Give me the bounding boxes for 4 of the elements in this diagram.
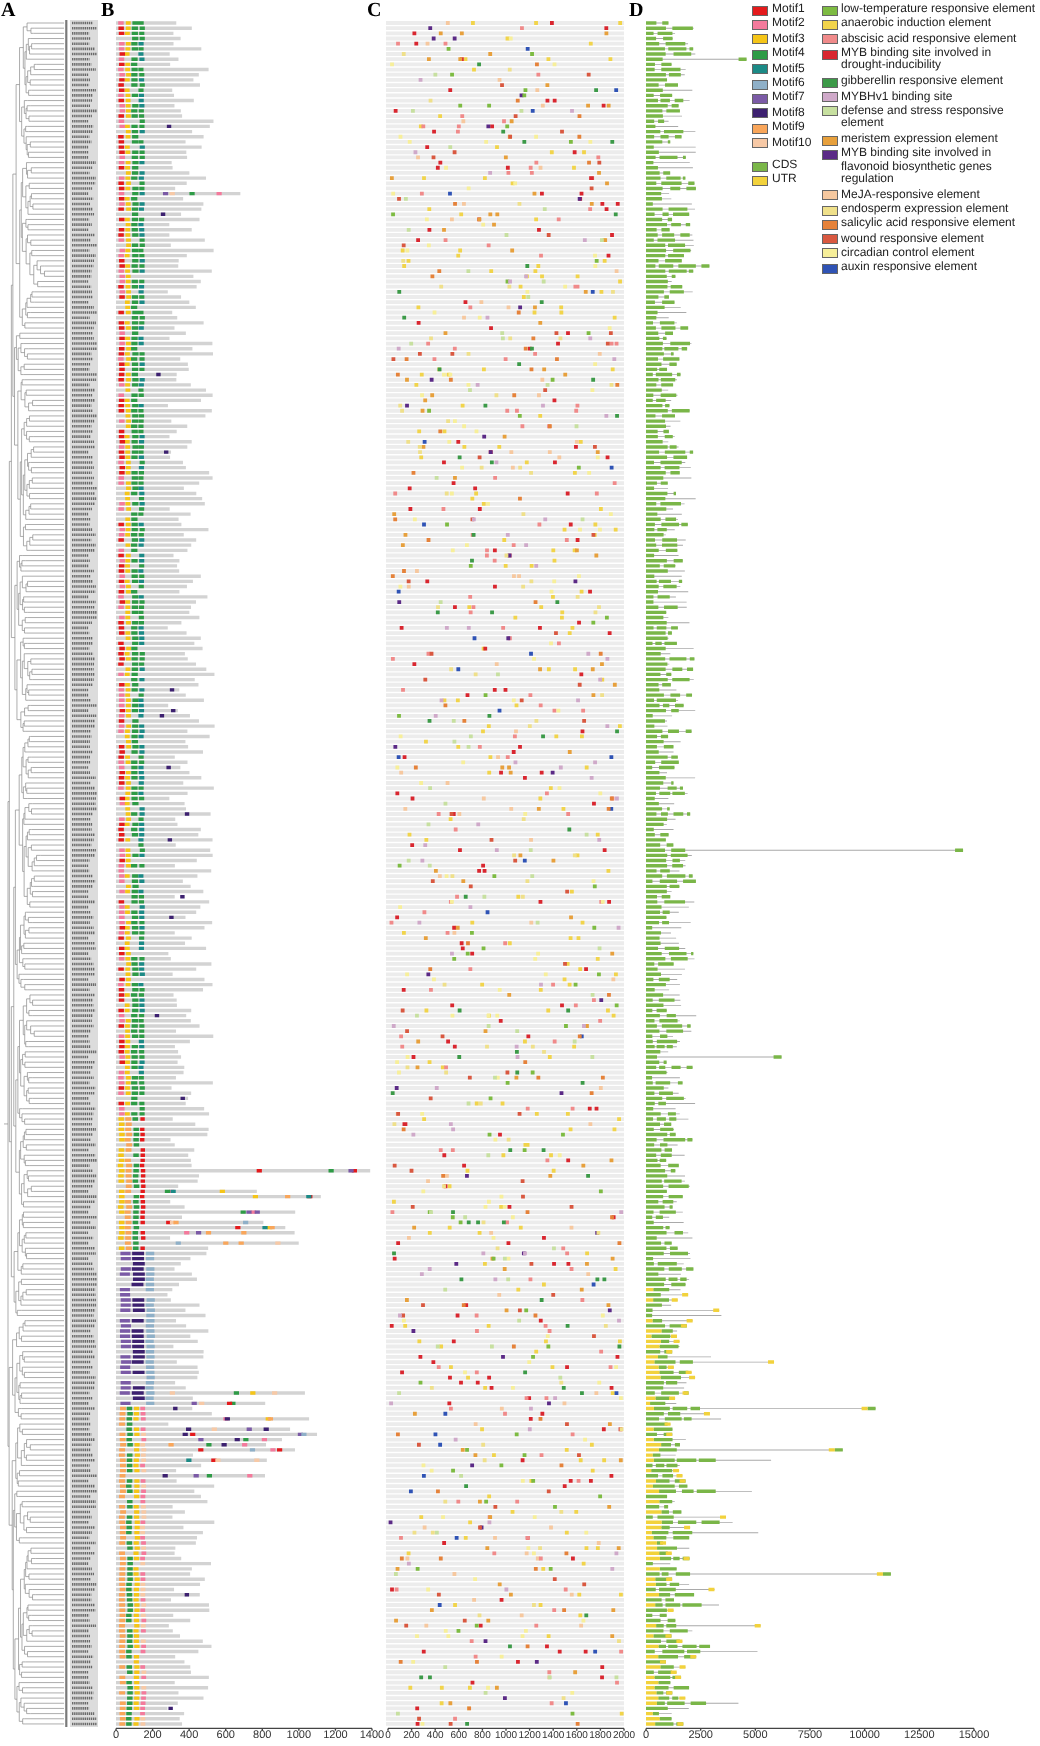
panel-label: C xyxy=(367,1,382,21)
panel-label: B xyxy=(101,1,115,21)
panel-label: D xyxy=(629,1,644,21)
panel-label: A xyxy=(1,1,16,21)
